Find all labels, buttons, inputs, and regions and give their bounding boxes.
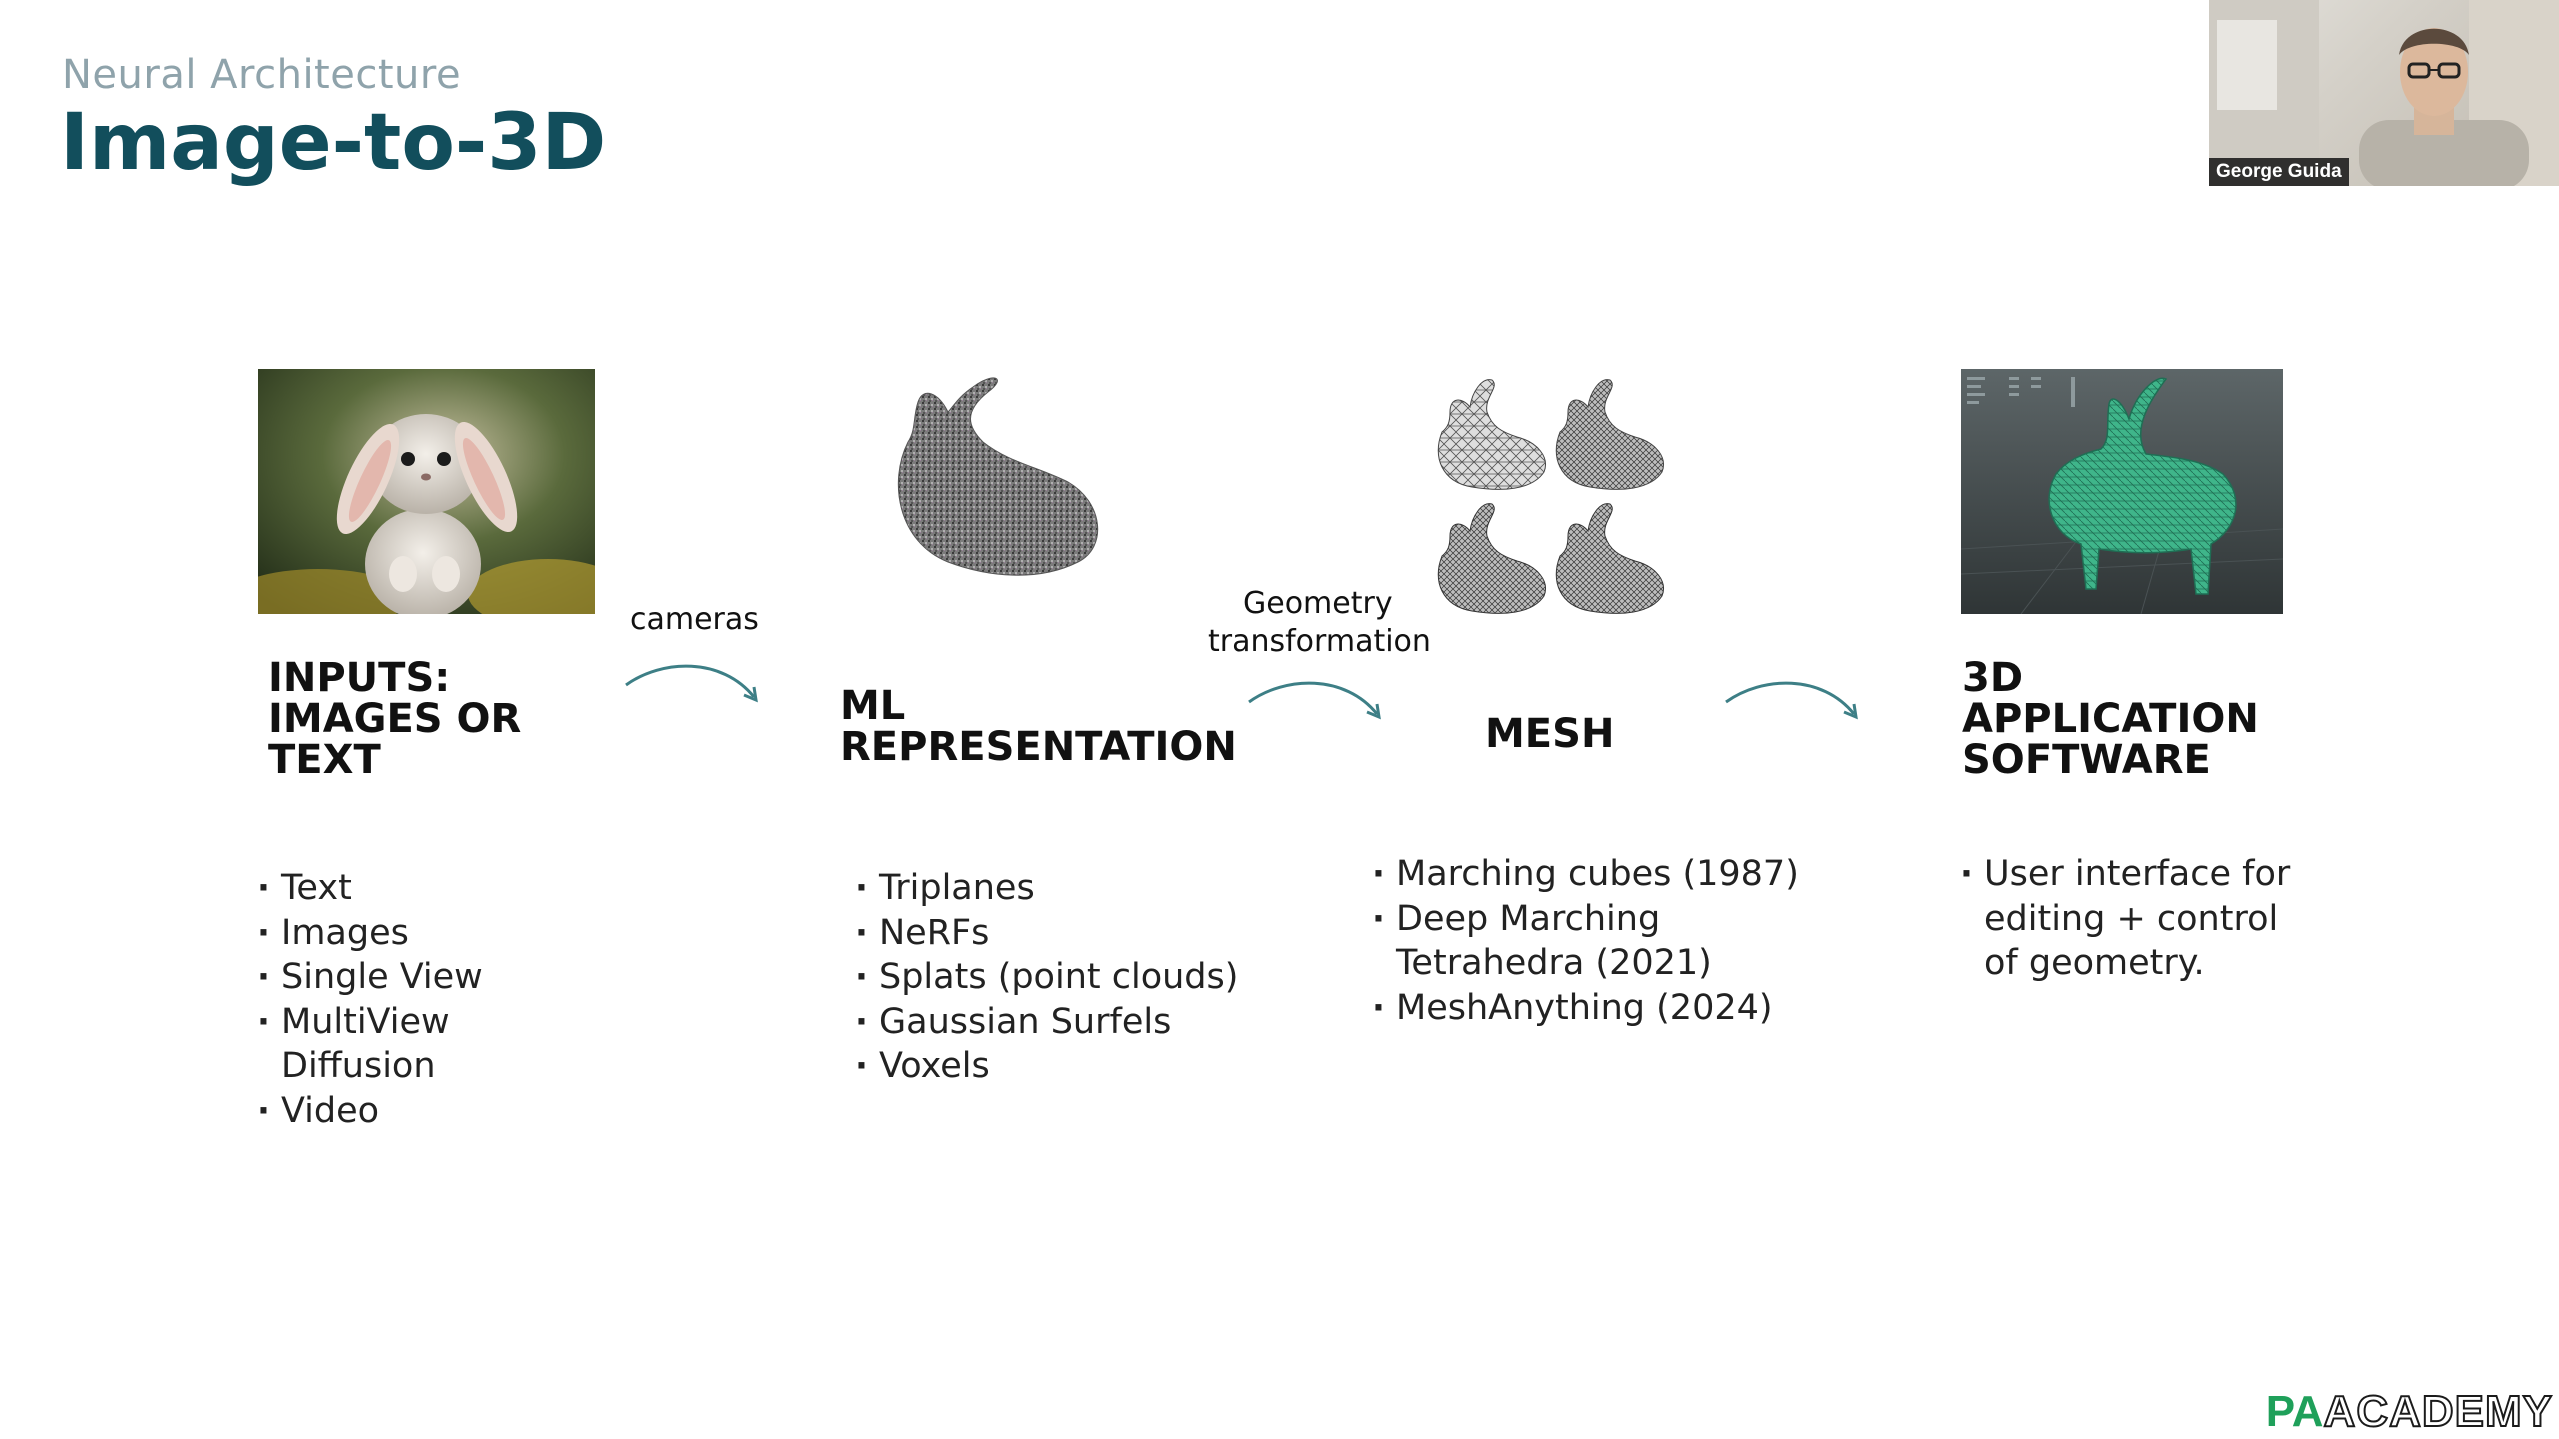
slide-subtitle: Neural Architecture <box>62 52 462 98</box>
3d-application-list: User interface for editing + control of … <box>1960 852 2320 986</box>
list-item: Text <box>257 866 617 911</box>
list-item: Single View <box>257 955 617 1000</box>
list-item: User interface for editing + control of … <box>1960 852 2320 986</box>
ml-representation-heading: ML REPRESENTATION <box>840 683 1237 770</box>
list-item: MeshAnything (2024) <box>1372 986 1842 1031</box>
inputs-list: Text Images Single View MultiView Diffus… <box>257 866 617 1133</box>
geometry-label-line2: transformation <box>1208 624 1431 659</box>
list-item: Triplanes <box>855 866 1315 911</box>
3d-software-viewport-image <box>1961 369 2283 614</box>
list-item: Marching cubes (1987) <box>1372 852 1842 897</box>
mesh-heading: MESH <box>1485 711 1615 757</box>
webcam-video-tile: George Guida <box>2209 0 2559 186</box>
3d-application-heading: 3D APPLICATION SOFTWARE <box>1962 655 2259 783</box>
logo-pa-text: PA <box>2265 1387 2324 1436</box>
bunny-photo-image <box>258 369 595 614</box>
mesh-list: Marching cubes (1987) Deep Marching Tetr… <box>1372 852 1842 1030</box>
cameras-label: cameras <box>630 602 759 637</box>
list-item: Gaussian Surfels <box>855 1000 1315 1045</box>
list-item: MultiView Diffusion <box>257 1000 617 1089</box>
curved-arrow-icon <box>1725 681 1858 720</box>
list-item: Voxels <box>855 1044 1315 1089</box>
participant-name-label: George Guida <box>2209 158 2349 186</box>
list-item: Images <box>257 911 617 956</box>
list-item: NeRFs <box>855 911 1315 956</box>
logo-academy-text: ACADEMY <box>2323 1386 2553 1437</box>
list-item: Deep Marching Tetrahedra (2021) <box>1372 897 1842 986</box>
curved-arrow-icon <box>625 664 758 703</box>
curved-arrow-icon <box>1248 681 1381 720</box>
pa-academy-logo: PAACADEMY <box>2265 1386 2553 1437</box>
list-item: Splats (point clouds) <box>855 955 1315 1000</box>
geometry-label-line1: Geometry <box>1243 586 1393 621</box>
inputs-heading: INPUTS: IMAGES OR TEXT <box>268 655 522 783</box>
presenter-video <box>2209 0 2559 186</box>
slide-title: Image-to-3D <box>60 98 607 188</box>
list-item: Video <box>257 1089 617 1134</box>
wireframe-bunnies-image <box>1432 372 1677 620</box>
point-cloud-bunny-image <box>868 372 1116 602</box>
ml-representation-list: Triplanes NeRFs Splats (point clouds) Ga… <box>855 866 1315 1089</box>
